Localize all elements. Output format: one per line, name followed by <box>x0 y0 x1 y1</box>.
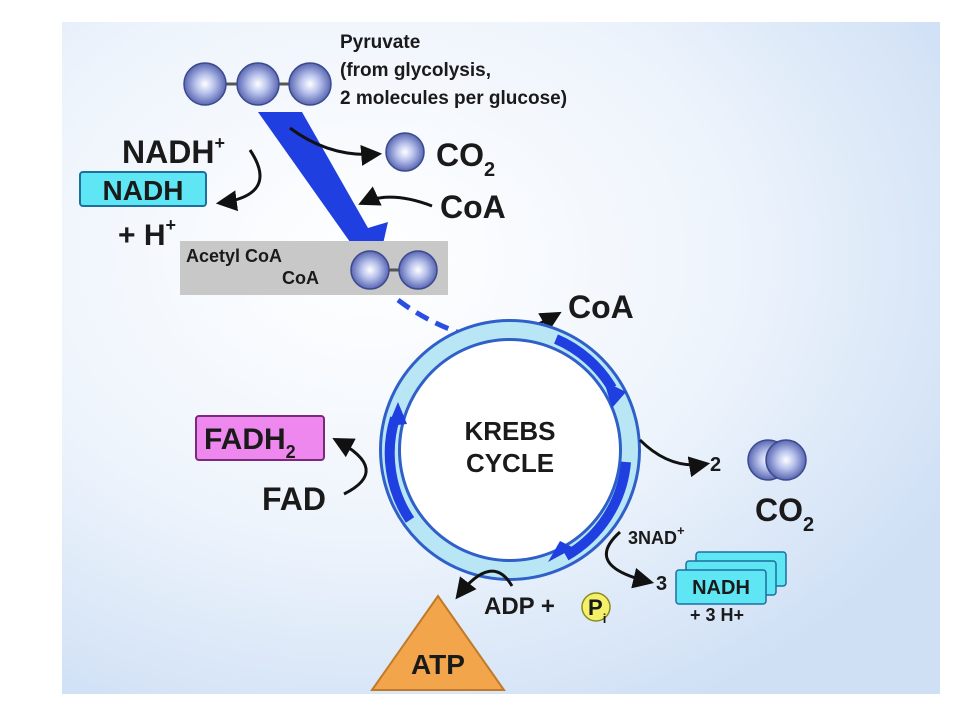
acetyl-coa-sub-label: CoA <box>282 268 319 288</box>
adp-label: ADP + <box>484 593 555 620</box>
coa-input-label: CoA <box>440 189 506 225</box>
co2-molecules-right <box>747 439 807 481</box>
pyruvate-molecule <box>183 62 332 106</box>
krebs-cycle-ring <box>379 319 641 581</box>
nadh-box <box>79 171 207 207</box>
fadh2-box <box>195 415 325 461</box>
co2-right-label: CO2 <box>755 492 814 536</box>
krebs-label: KREBS <box>464 416 555 446</box>
coa-input-arrow <box>358 186 433 208</box>
co2-release-arrow <box>289 126 383 166</box>
coa-output-label: CoA <box>568 289 634 325</box>
nad3-label: 3NAD+ <box>628 523 685 548</box>
nad3-reduction-arrow <box>604 530 655 589</box>
atp-synthesis-arrow <box>455 569 514 600</box>
fad-label: FAD <box>262 481 326 517</box>
atp-triangle <box>370 594 506 691</box>
nadh3-label: NADH <box>692 577 750 599</box>
fad-reduction-arrow <box>332 438 368 496</box>
pi-label: Pi <box>588 595 606 626</box>
pyruvate-title: Pyruvate <box>340 32 420 53</box>
acetyl-coa-label: Acetyl CoA <box>186 246 282 266</box>
h3-label: + 3 H+ <box>690 605 744 625</box>
co2-molecule-top <box>385 132 425 172</box>
co2-count-label: 2 <box>710 454 721 476</box>
pyruvate-count: 2 molecules per glucose) <box>340 88 567 109</box>
nad-reduction-arrow <box>215 149 262 212</box>
co2-top-label: CO2 <box>436 137 495 181</box>
nadh3-count-label: 3 <box>656 573 667 595</box>
nadh-label: NADH <box>103 175 184 206</box>
pyruvate-source: (from glycolysis, <box>340 60 491 81</box>
nadh3-stack <box>675 551 787 605</box>
cycle-label: CYCLE <box>466 448 554 478</box>
fadh2-label: FADH2 <box>204 423 296 462</box>
acetyl-molecule <box>350 250 438 290</box>
atp-label: ATP <box>411 649 465 680</box>
main-conversion-arrow <box>258 112 388 266</box>
pi-circle <box>581 592 611 622</box>
co2-release-arrow-right <box>638 438 711 478</box>
h-plus-label: + H+ <box>118 215 176 252</box>
nad-plus-label: NADH+ <box>122 133 225 170</box>
